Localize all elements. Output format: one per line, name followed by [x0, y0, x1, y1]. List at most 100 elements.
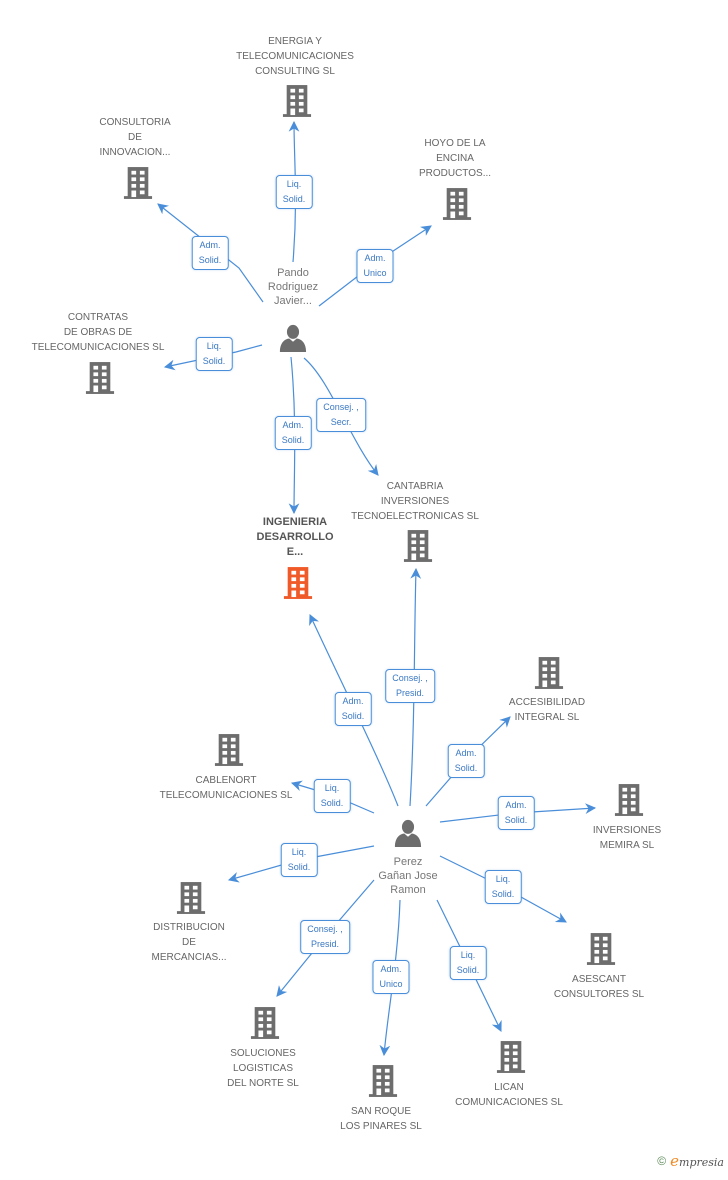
edge-label-line: Adm. — [282, 420, 304, 430]
node-label-line: DE OBRAS DE — [63, 327, 133, 338]
node-label-line: Rodriguez — [267, 281, 319, 293]
person-icon[interactable] — [394, 819, 422, 847]
node-label-line: SAN ROQUE — [350, 1106, 412, 1117]
node-label-line: Gañan Jose — [378, 870, 438, 882]
edge-label-pando-ingenieria[interactable]: Adm. Solid. — [274, 416, 312, 450]
edge-label-pando-cantabria[interactable]: Consej. , Secr. — [316, 398, 366, 432]
node-label-line: Perez — [393, 856, 423, 868]
person-icon[interactable] — [279, 324, 307, 352]
edge-label-perez-soluciones[interactable]: Consej. , Presid. — [300, 920, 350, 954]
node-label-line: E... — [286, 546, 304, 558]
edge-label-line: Solid. — [202, 356, 226, 366]
node-label-line: INGENIERIA — [262, 516, 328, 528]
building-icon[interactable] — [496, 1041, 526, 1073]
edge-label-line: Presid. — [310, 939, 339, 949]
edge-label-line: Solid. — [281, 435, 305, 445]
node-label-line: LOS PINARES SL — [340, 1121, 422, 1132]
node-label-line: ASESCANT — [572, 974, 626, 985]
edge-label-perez-accesibilidad[interactable]: Adm. Solid. — [447, 744, 485, 778]
edge-label-line: Adm. — [455, 748, 477, 758]
building-icon[interactable] — [614, 784, 644, 816]
company-label-sanroque[interactable]: SAN ROQUE LOS PINARES SL — [340, 1104, 422, 1134]
node-label-line: Ramon — [390, 884, 426, 896]
edge-label-line: Liq. — [291, 847, 307, 857]
edge-label-line: Solid. — [320, 798, 344, 808]
node-label-line: CONSULTING SL — [255, 66, 335, 77]
footer-brand: © empresia — [657, 1152, 724, 1170]
focus-building-icon[interactable] — [283, 567, 313, 599]
edge-label-line: Solid. — [454, 763, 478, 773]
company-label-asescant[interactable]: ASESCANT CONSULTORES SL — [554, 972, 644, 1002]
building-icon[interactable] — [282, 85, 312, 117]
node-label-line: TELECOMUNICACIONES — [236, 51, 354, 62]
building-icon[interactable] — [85, 362, 115, 394]
node-label-line: INVERSIONES — [380, 496, 450, 507]
edge-label-line: Unico — [379, 979, 403, 989]
edge-label-line: Adm. — [364, 253, 386, 263]
building-icon[interactable] — [586, 933, 616, 965]
edge-label-perez-cablenort[interactable]: Liq.Solid. — [313, 779, 351, 813]
node-label-line: CANTABRIA — [386, 481, 444, 492]
edge-label-line: Consej. , — [323, 402, 359, 412]
building-icon[interactable] — [214, 734, 244, 766]
edge-pando-consultoria — [157, 203, 264, 303]
edge-label-perez-lican[interactable]: Liq. Solid. — [449, 946, 487, 980]
edge-label-line: Liq. — [286, 179, 302, 189]
building-icon[interactable] — [123, 167, 153, 199]
edge-label-pando-contratas[interactable]: Liq.Solid. — [195, 337, 233, 371]
node-label-line: INNOVACION... — [99, 147, 171, 158]
building-icon[interactable] — [442, 188, 472, 220]
edge-label-line: Adm. — [342, 696, 364, 706]
node-label-line: PRODUCTOS... — [418, 168, 492, 179]
building-icon[interactable] — [176, 882, 206, 914]
building-icon[interactable] — [250, 1007, 280, 1039]
node-label-line: INVERSIONES — [592, 825, 662, 836]
edge-label-line: Liq. — [495, 874, 511, 884]
node-label-line: LOGISTICAS — [232, 1063, 294, 1074]
edge-label-perez-asescant[interactable]: Liq. Solid. — [484, 870, 522, 904]
empresia-logo[interactable]: empresia — [670, 1152, 724, 1170]
edge-label-line: Consej. , — [307, 924, 343, 934]
edge-label-pando-consultoria[interactable]: Adm.Solid. — [191, 236, 229, 270]
edge-label-perez-distribucion[interactable]: Liq.Solid. — [280, 843, 318, 877]
edge-label-pando-energia[interactable]: Liq. Solid. — [275, 175, 313, 209]
node-label-line: CONSULTORES SL — [553, 989, 645, 1000]
edge-label-pando-hoyo[interactable]: Adm.Unico — [356, 249, 394, 283]
edge-label-perez-cantabria[interactable]: Consej. ,Presid. — [385, 669, 435, 703]
edge-label-line: Solid. — [456, 965, 480, 975]
building-icon[interactable] — [403, 530, 433, 562]
edge-label-perez-ingenieria[interactable]: Adm.Solid. — [334, 692, 372, 726]
edge-label-line: Solid. — [282, 194, 306, 204]
edge-label-perez-sanroque[interactable]: Adm.Unico — [372, 960, 410, 994]
company-label-energia[interactable]: ENERGIA Y TELECOMUNICACIONES CONSULTING SL — [236, 34, 354, 79]
edge-label-line: Solid. — [491, 889, 515, 899]
edge-label-perez-memira[interactable]: Adm.Solid. — [497, 796, 535, 830]
node-label-line: CONSULTORIA — [99, 117, 171, 128]
node-label-line: DE — [182, 937, 196, 948]
node-label-line: Pando — [277, 267, 309, 279]
node-label-line: ENERGIA Y — [268, 36, 322, 47]
node-label-line: CONTRATAS — [67, 312, 129, 323]
building-icon[interactable] — [368, 1065, 398, 1097]
node-label-line: MERCANCIAS... — [151, 952, 227, 963]
node-label-line: TECNOELECTRONICAS SL — [351, 511, 479, 522]
edge-label-line: Adm. — [505, 800, 527, 810]
node-label-line: HOYO DE LA — [424, 138, 486, 149]
building-icon[interactable] — [534, 657, 564, 689]
company-label-cantabria[interactable]: CANTABRIA INVERSIONES TECNOELECTRONICAS SL — [351, 479, 479, 524]
edge-label-line: Liq. — [460, 950, 476, 960]
edge-label-line: Solid. — [198, 255, 222, 265]
edge-label-line: Secr. — [330, 417, 352, 427]
